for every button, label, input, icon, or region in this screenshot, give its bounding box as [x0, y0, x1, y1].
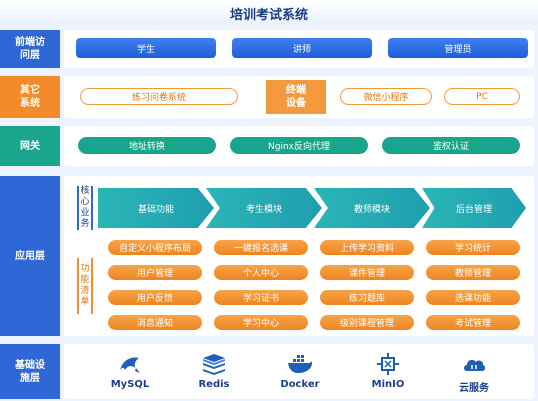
infra-minio-label: MinIO: [371, 379, 405, 390]
feature-list-label: 功能清单: [77, 258, 93, 314]
feature-one-click-enroll: 一键报名选课: [214, 240, 308, 255]
feature-question-bank: 练习题库: [320, 290, 414, 305]
infra-redis-label: Redis: [198, 379, 230, 390]
wechat-mini-program: 微信小程序: [340, 88, 432, 105]
infra-mysql-label: MySQL: [110, 379, 150, 390]
docker-whale-icon: [288, 355, 312, 373]
infra-minio: MinIO: [358, 352, 418, 390]
cloud-service-icon: [464, 359, 486, 371]
gateway-label: 网关: [0, 126, 60, 166]
core-business-label: 核心业务: [77, 186, 93, 230]
feature-personal-center: 个人中心: [214, 265, 308, 280]
feature-upload-materials: 上传学习资料: [320, 240, 414, 255]
feature-notifications: 消息通知: [108, 315, 202, 330]
infrastructure-layer-label: 基础设 施层: [0, 344, 60, 399]
frontend-item-admin: 管理员: [388, 38, 528, 58]
feature-learning-stats: 学习统计: [426, 240, 520, 255]
practice-survey-system: 练习问卷系统: [80, 88, 238, 105]
application-layer-label: 应用层: [0, 176, 60, 336]
other-systems-label: 其它 系统: [0, 76, 60, 118]
gateway-nginx-proxy: Nginx反向代理: [230, 137, 368, 154]
module-backend-admin: 后台管理: [422, 188, 526, 228]
feature-user-feedback: 用户反馈: [108, 290, 202, 305]
feature-course-selection: 选课功能: [426, 290, 520, 305]
gateway-address-translation: 地址转换: [78, 137, 216, 154]
pc-terminal: PC: [444, 88, 520, 105]
infra-docker: Docker: [270, 352, 330, 390]
mysql-dolphin-icon: [120, 357, 140, 373]
gateway-auth: 鉴权认证: [382, 137, 520, 154]
infra-cloud-service-label: 云服务: [459, 383, 489, 394]
frontend-item-student: 学生: [76, 38, 216, 58]
feature-teacher-management: 教师管理: [426, 265, 520, 280]
infra-redis: Redis: [184, 352, 244, 390]
redis-stack-icon: [203, 354, 225, 375]
frontend-item-teacher: 讲师: [232, 38, 372, 58]
frontend-layer-label: 前端访 问层: [0, 30, 60, 68]
diagram-title: 培训考试系统: [0, 0, 538, 26]
infra-mysql: MySQL: [100, 352, 160, 390]
module-basic: 基础功能: [98, 188, 214, 228]
feature-custom-layout: 自定义小程序布局: [108, 240, 202, 255]
feature-exam-management: 考试管理: [426, 315, 520, 330]
feature-level-course-management: 级别课程管理: [320, 315, 414, 330]
module-examinee: 考生模块: [206, 188, 322, 228]
feature-certificate: 学习证书: [214, 290, 308, 305]
module-teacher: 教师模块: [314, 188, 430, 228]
feature-user-management: 用户管理: [108, 265, 202, 280]
infra-cloud-service: 云服务: [444, 352, 504, 394]
minio-icon: [377, 353, 399, 375]
terminal-device-label: 终端 设备: [266, 80, 326, 114]
infra-docker-label: Docker: [280, 379, 320, 390]
feature-learning-center: 学习中心: [214, 315, 308, 330]
feature-courseware-management: 课件管理: [320, 265, 414, 280]
